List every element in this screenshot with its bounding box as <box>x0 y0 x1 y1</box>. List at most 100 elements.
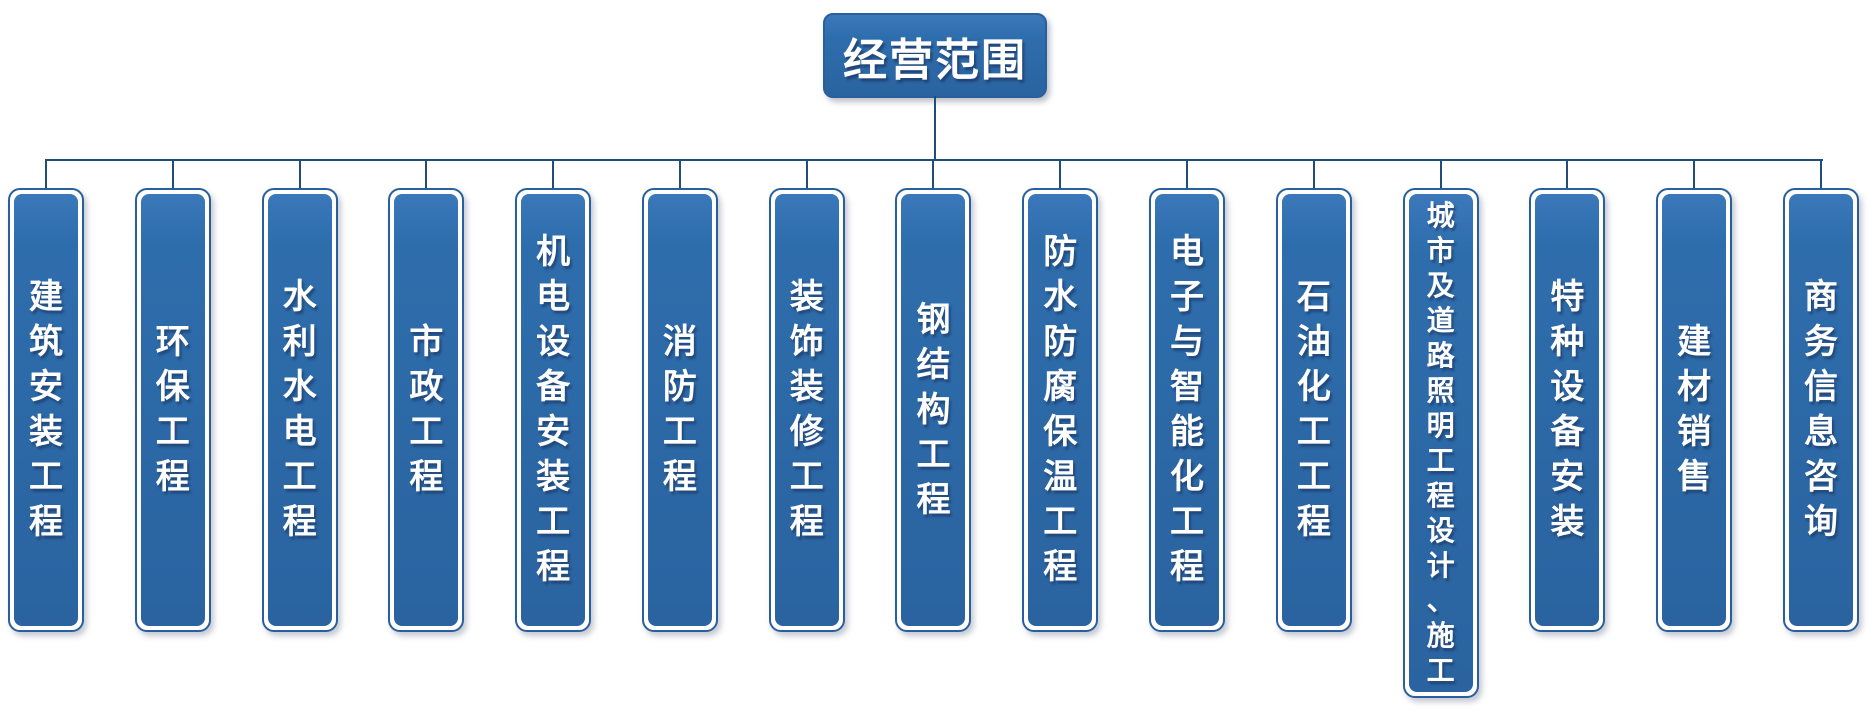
branch-node-label-char: 智 <box>1170 368 1205 406</box>
branch-node-label-char: 修 <box>789 413 824 451</box>
branch-node: 特种设备安装 <box>1529 159 1606 632</box>
connector-root-drop-line <box>934 96 936 160</box>
branch-node-label-char: 安 <box>1550 458 1585 496</box>
branch-node-label: 电子与智能化工程 <box>1170 230 1204 590</box>
branch-node-label-char: 商 <box>1803 278 1838 316</box>
branch-node-label-char: 工 <box>916 435 951 474</box>
branch-node-label-char: 道 <box>1426 305 1455 336</box>
branch-node-label-char: 施 <box>1426 620 1455 651</box>
branch-node-label-char: 市 <box>1426 235 1455 266</box>
branch-node-label-char: 城 <box>1426 200 1455 231</box>
branch-node: 机电设备安装工程 <box>515 159 592 632</box>
branch-node-label-char: 照 <box>1426 375 1455 406</box>
branch-node-label: 水利水电工程 <box>283 275 317 545</box>
branch-node-label: 环保工程 <box>156 320 190 500</box>
branch-node-label-char: 程 <box>1296 503 1331 541</box>
branch-node-label-char: 工 <box>1043 503 1078 541</box>
branch-node-label-char: 备 <box>1550 413 1585 451</box>
branch-node-body: 防水防腐保温工程 <box>1028 194 1093 626</box>
branch-node-body: 建筑安装工程 <box>14 194 78 626</box>
branch-node-label-char: 工 <box>29 458 63 496</box>
branch-node-label-char: 温 <box>1043 458 1078 496</box>
branch-node-label-char: 特 <box>1550 278 1585 316</box>
branch-node-label-char: 建 <box>29 278 63 316</box>
branch-node-label: 商务信息咨询 <box>1804 275 1838 545</box>
branch-node-label-char: 防 <box>1043 323 1078 361</box>
branch-node-label-char: 务 <box>1803 323 1838 361</box>
branch-node: 建材销售 <box>1656 159 1733 632</box>
branch-row: 建筑安装工程环保工程水利水电工程市政工程机电设备安装工程消防工程装饰装修工程钢结… <box>8 159 1859 698</box>
branch-node-label-char: 与 <box>1170 323 1205 361</box>
branch-node-label-char: 电 <box>536 278 571 316</box>
branch-node-label-char: 工 <box>282 458 317 496</box>
branch-node-body: 环保工程 <box>140 194 205 626</box>
branch-node-label-char: 装 <box>789 368 824 406</box>
branch-node: 石油化工工程 <box>1275 159 1352 632</box>
branch-node-label: 建筑安装工程 <box>29 275 63 545</box>
branch-node-body: 商务信息咨询 <box>1788 194 1853 626</box>
branch-node-label-char: 石 <box>1296 278 1331 316</box>
branch-node-label-char: 电 <box>1170 233 1205 271</box>
branch-node-label-char: 油 <box>1296 323 1331 361</box>
branch-node-label-char: 备 <box>536 368 571 406</box>
branch-node: 钢结构工程 <box>895 159 972 632</box>
branch-node-label-char: 路 <box>1426 340 1455 371</box>
branch-node-label: 装饰装修工程 <box>790 275 824 545</box>
branch-node-label-char: 程 <box>155 458 190 496</box>
branch-node-label-char: 机 <box>536 233 571 271</box>
branch-node-label-char: 保 <box>1043 413 1078 451</box>
branch-node: 建筑安装工程 <box>8 159 84 632</box>
branch-node-label-char: 销 <box>1677 413 1712 451</box>
branch-node-label-char: 咨 <box>1803 458 1838 496</box>
branch-node: 防水防腐保温工程 <box>1022 159 1099 632</box>
branch-node-label-char: 程 <box>662 458 697 496</box>
branch-node-label-char: 装 <box>536 458 571 496</box>
branch-node-label: 石油化工工程 <box>1297 275 1331 545</box>
branch-node-label-char: 设 <box>536 323 571 361</box>
branch-node-label-char: 程 <box>789 503 824 541</box>
branch-node: 城市及道路照明工程设计、施工 <box>1402 159 1479 698</box>
root-node-label: 经营范围 <box>843 35 1027 85</box>
branch-node-body: 水利水电工程 <box>267 194 332 626</box>
branch-node-label: 钢结构工程 <box>916 298 950 523</box>
branch-node-label-char: 利 <box>282 323 317 361</box>
branch-node-label-char: 化 <box>1296 368 1331 406</box>
branch-node-label-char: 环 <box>155 323 190 361</box>
root-node: 经营范围 <box>823 13 1047 98</box>
branch-node-label-char: 工 <box>1296 458 1331 496</box>
branch-node-label-char: 程 <box>409 458 444 496</box>
branch-node-label: 消防工程 <box>663 320 697 500</box>
branch-node-body: 城市及道路照明工程设计、施工 <box>1408 194 1473 692</box>
branch-node-label-char: 工 <box>1170 503 1205 541</box>
branch-node-label-char: 及 <box>1426 270 1455 301</box>
branch-node-body: 建材销售 <box>1662 194 1727 626</box>
branch-node-label-char: 安 <box>29 368 63 406</box>
branch-node: 消防工程 <box>641 159 718 632</box>
branch-node-label-char: 水 <box>282 368 317 406</box>
branch-node-label-char: 工 <box>662 413 697 451</box>
branch-node-label: 防水防腐保温工程 <box>1043 230 1077 590</box>
branch-node-label-char: 筑 <box>29 323 63 361</box>
branch-node-label-char: 防 <box>662 368 697 406</box>
branch-node-label-char: 程 <box>29 503 63 541</box>
branch-node-label-char: 消 <box>662 323 697 361</box>
branch-node-label-char: 安 <box>536 413 571 451</box>
branch-node-label: 城市及道路照明工程设计、施工 <box>1427 198 1455 688</box>
branch-node-label-char: 程 <box>1170 548 1205 586</box>
branch-node: 电子与智能化工程 <box>1149 159 1226 632</box>
branch-node-label-char: 子 <box>1170 278 1205 316</box>
branch-node-label-char: 种 <box>1550 323 1585 361</box>
branch-node: 环保工程 <box>134 159 211 632</box>
branch-node-label-char: 水 <box>282 278 317 316</box>
branch-node-label-char: 工 <box>1426 655 1455 686</box>
branch-node-label-char: 电 <box>282 413 317 451</box>
branch-node-label-char: 工 <box>155 413 190 451</box>
branch-node-label-char: 工 <box>789 458 824 496</box>
branch-node-label-char: 程 <box>916 480 951 519</box>
branch-node-body: 石油化工工程 <box>1281 194 1346 626</box>
branch-node-label-char: 工 <box>536 503 571 541</box>
branch-node-body: 消防工程 <box>647 194 712 626</box>
branch-node-body: 机电设备安装工程 <box>521 194 586 626</box>
branch-node-label: 特种设备安装 <box>1550 275 1584 545</box>
branch-node-label-char: 工 <box>409 413 444 451</box>
